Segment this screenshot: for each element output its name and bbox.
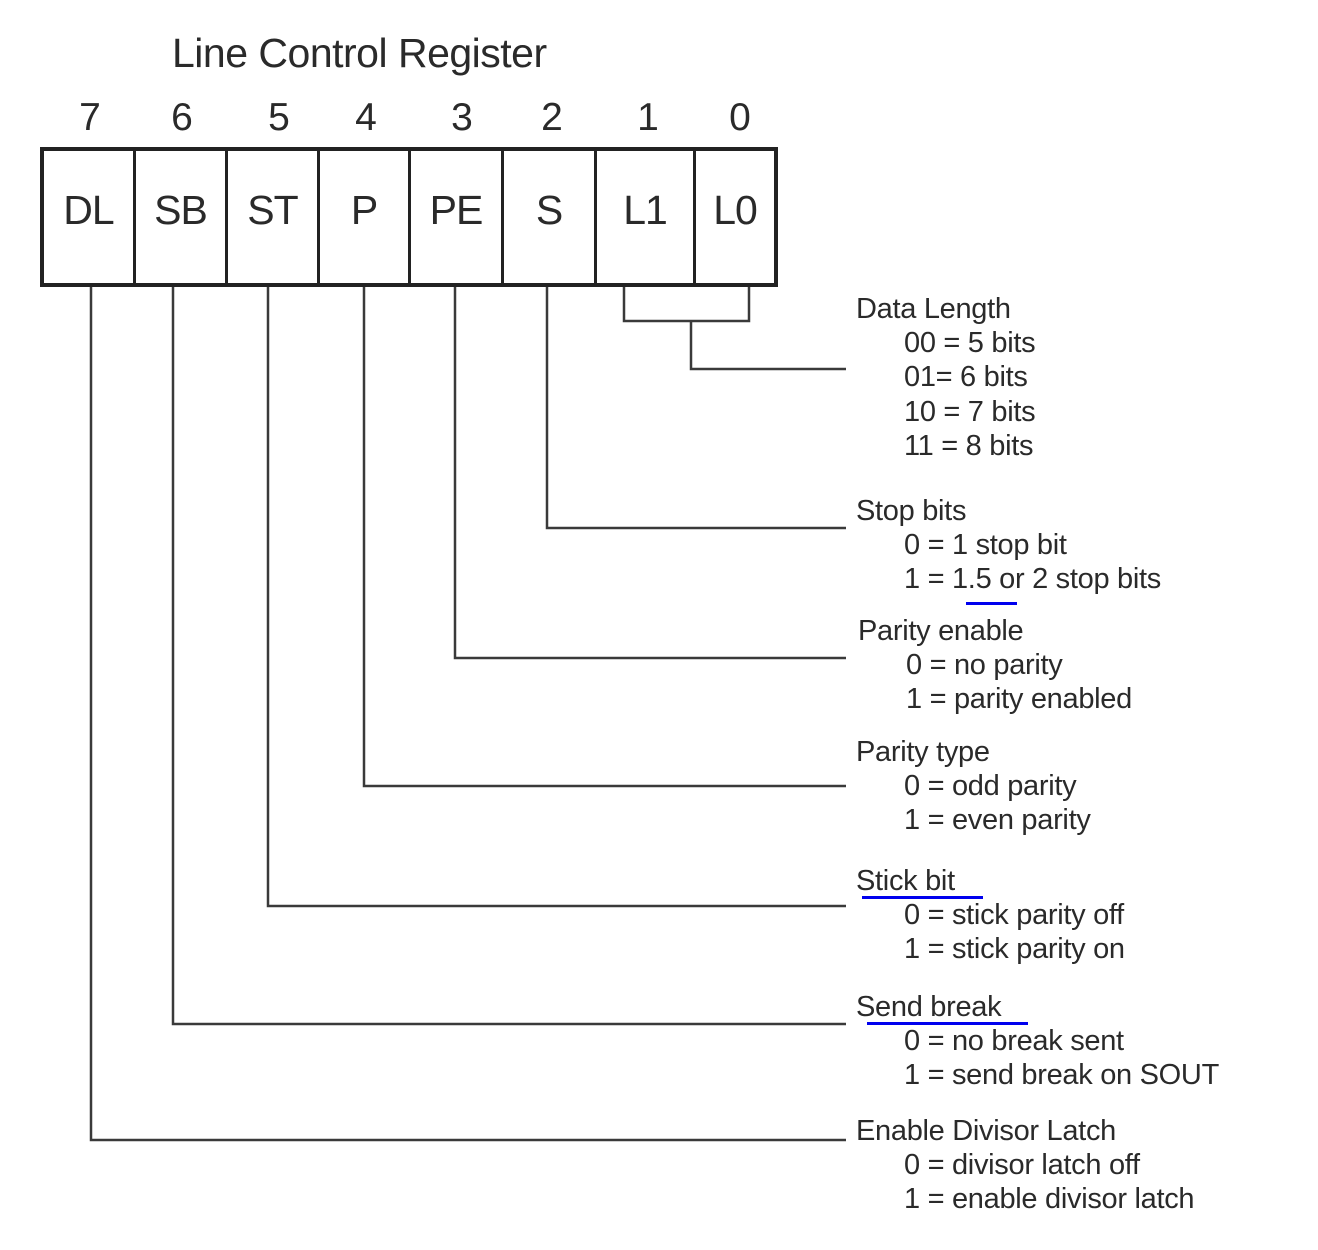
field-option: 0 = 1 stop bit	[904, 529, 1067, 561]
field-name: Parity enable	[858, 615, 1024, 647]
field-option: 0 = no break sent	[904, 1025, 1124, 1057]
bit-number-2: 2	[541, 96, 563, 139]
field-option: 00 = 5 bits	[904, 327, 1036, 359]
field-name: Stop bits	[856, 495, 967, 527]
highlight-underline-1-5	[966, 602, 1017, 605]
field-option: 0 = odd parity	[904, 770, 1077, 802]
bit-number-6: 6	[171, 96, 193, 139]
bit-cell-l1: L1	[597, 151, 696, 283]
diagram-title: Line Control Register	[172, 30, 547, 76]
field-option: 0 = divisor latch off	[904, 1149, 1140, 1181]
bit-cell-p: P	[320, 151, 411, 283]
field-option: 1 = even parity	[904, 804, 1091, 836]
field-data-length: Data Length 00 = 5 bits 01= 6 bits 10 = …	[856, 292, 1036, 463]
bit-cell-s: S	[504, 151, 597, 283]
leader-line-data-length-stem	[689, 321, 846, 371]
field-parity-type: Parity type 0 = odd parity 1 = even pari…	[856, 735, 1091, 837]
leader-line-divisor-latch	[89, 287, 846, 1142]
field-option: 1 = enable divisor latch	[904, 1183, 1195, 1215]
leader-line-data-length	[622, 287, 751, 323]
field-parity-enable: Parity enable 0 = no parity 1 = parity e…	[858, 614, 1132, 716]
highlight-underline-send-break	[867, 1022, 1028, 1025]
field-option: 0 = no parity	[906, 649, 1063, 681]
leader-line-stop-bits	[545, 287, 846, 530]
highlight-underline-stick-bit	[862, 896, 983, 899]
field-name: Parity type	[856, 736, 990, 768]
bit-cell-dl: DL	[44, 151, 136, 283]
bit-number-7: 7	[79, 96, 101, 139]
bit-cell-st: ST	[228, 151, 320, 283]
field-option: 1 = stick parity on	[904, 933, 1125, 965]
field-enable-divisor-latch: Enable Divisor Latch 0 = divisor latch o…	[856, 1114, 1195, 1216]
bit-number-5: 5	[268, 96, 290, 139]
field-option: 11 = 8 bits	[904, 430, 1034, 462]
field-option: 1 = 1.5 or 2 stop bits	[904, 563, 1161, 595]
field-option: 1 = send break on SOUT	[904, 1059, 1219, 1091]
bit-cell-l0: L0	[713, 186, 758, 233]
leader-line-parity-enable	[453, 287, 846, 660]
bit-cell-sb: SB	[136, 151, 228, 283]
field-send-break: Send break 0 = no break sent 1 = send br…	[856, 990, 1219, 1092]
field-option: 01= 6 bits	[904, 361, 1028, 393]
field-stick-bit: Stick bit 0 = stick parity off 1 = stick…	[856, 864, 1125, 966]
field-name: Send break	[856, 991, 1002, 1023]
leader-line-stick-bit	[266, 287, 846, 908]
field-option: 10 = 7 bits	[904, 396, 1036, 428]
bit-number-3: 3	[451, 96, 473, 139]
field-name: Enable Divisor Latch	[856, 1115, 1116, 1147]
field-option: 1 = parity enabled	[906, 683, 1132, 715]
field-name: Data Length	[856, 293, 1011, 325]
bit-cell-pe: PE	[411, 151, 504, 283]
field-option: 0 = stick parity off	[904, 899, 1124, 931]
leader-line-parity-type	[362, 287, 846, 788]
bit-number-1: 1	[637, 96, 659, 139]
bit-number-0: 0	[729, 96, 751, 139]
leader-line-send-break	[171, 287, 846, 1026]
bit-number-4: 4	[355, 96, 377, 139]
field-stop-bits: Stop bits 0 = 1 stop bit 1 = 1.5 or 2 st…	[856, 494, 1161, 596]
field-name: Stick bit	[856, 865, 955, 897]
register-box: DL SB ST P PE S L1 L0	[40, 147, 778, 287]
